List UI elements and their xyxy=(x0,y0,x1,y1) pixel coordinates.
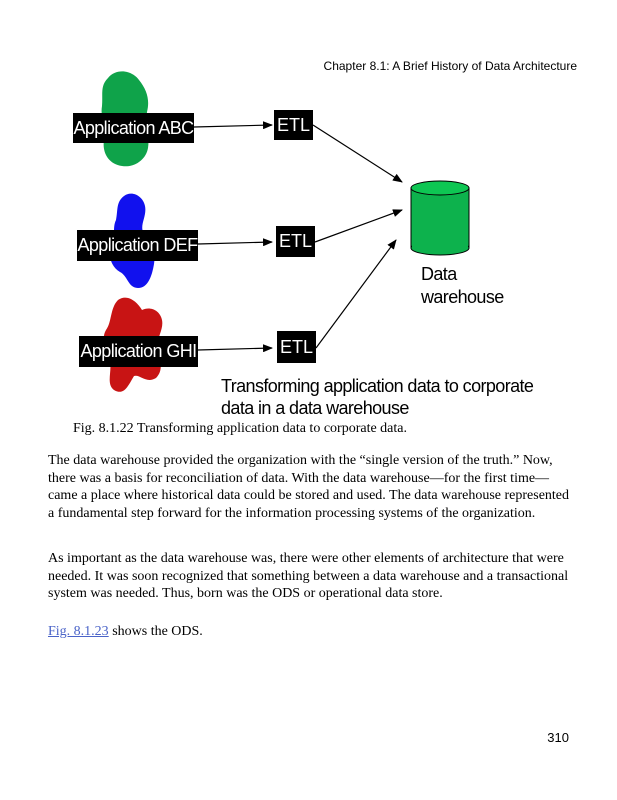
etl-label-3: ETL xyxy=(277,331,316,363)
arrow-def-to-etl xyxy=(197,238,273,247)
data-warehouse-label: Data warehouse xyxy=(421,263,521,309)
data-warehouse-label-line2: warehouse xyxy=(421,287,504,307)
data-warehouse-label-line1: Data xyxy=(421,264,457,284)
application-def-label: Application DEF xyxy=(77,230,198,261)
figure-title: Transforming application data to corpora… xyxy=(221,375,541,419)
arrow-etl3-to-warehouse xyxy=(315,239,397,349)
paragraph-3-text: shows the ODS. xyxy=(108,624,203,639)
figure-caption: Fig. 8.1.22 Transforming application dat… xyxy=(73,421,407,436)
figure-data-warehouse: Application ABC Application DEF Applicat… xyxy=(73,71,541,419)
running-header: Chapter 8.1: A Brief History of Data Arc… xyxy=(323,59,577,73)
figure-link[interactable]: Fig. 8.1.23 xyxy=(48,624,109,639)
arrow-etl1-to-warehouse xyxy=(312,124,403,183)
page-number: 310 xyxy=(547,730,569,745)
paragraph-1: The data warehouse provided the organiza… xyxy=(48,453,570,521)
data-warehouse-cylinder xyxy=(410,180,470,256)
etl-label-1: ETL xyxy=(274,110,313,140)
application-ghi-label: Application GHI xyxy=(79,336,198,367)
paragraph-2: As important as the data warehouse was, … xyxy=(48,551,569,601)
figure-title-line2: data in a data warehouse xyxy=(221,398,409,418)
arrow-etl2-to-warehouse xyxy=(314,209,403,243)
application-abc-label: Application ABC xyxy=(73,113,194,143)
arrow-abc-to-etl xyxy=(193,121,273,130)
etl-label-2: ETL xyxy=(276,226,315,257)
arrow-ghi-to-etl xyxy=(197,344,273,353)
figure-graphics xyxy=(101,71,470,392)
figure-title-line1: Transforming application data to corpora… xyxy=(221,376,534,396)
paragraph-3: Fig. 8.1.23 shows the ODS. xyxy=(48,623,578,641)
